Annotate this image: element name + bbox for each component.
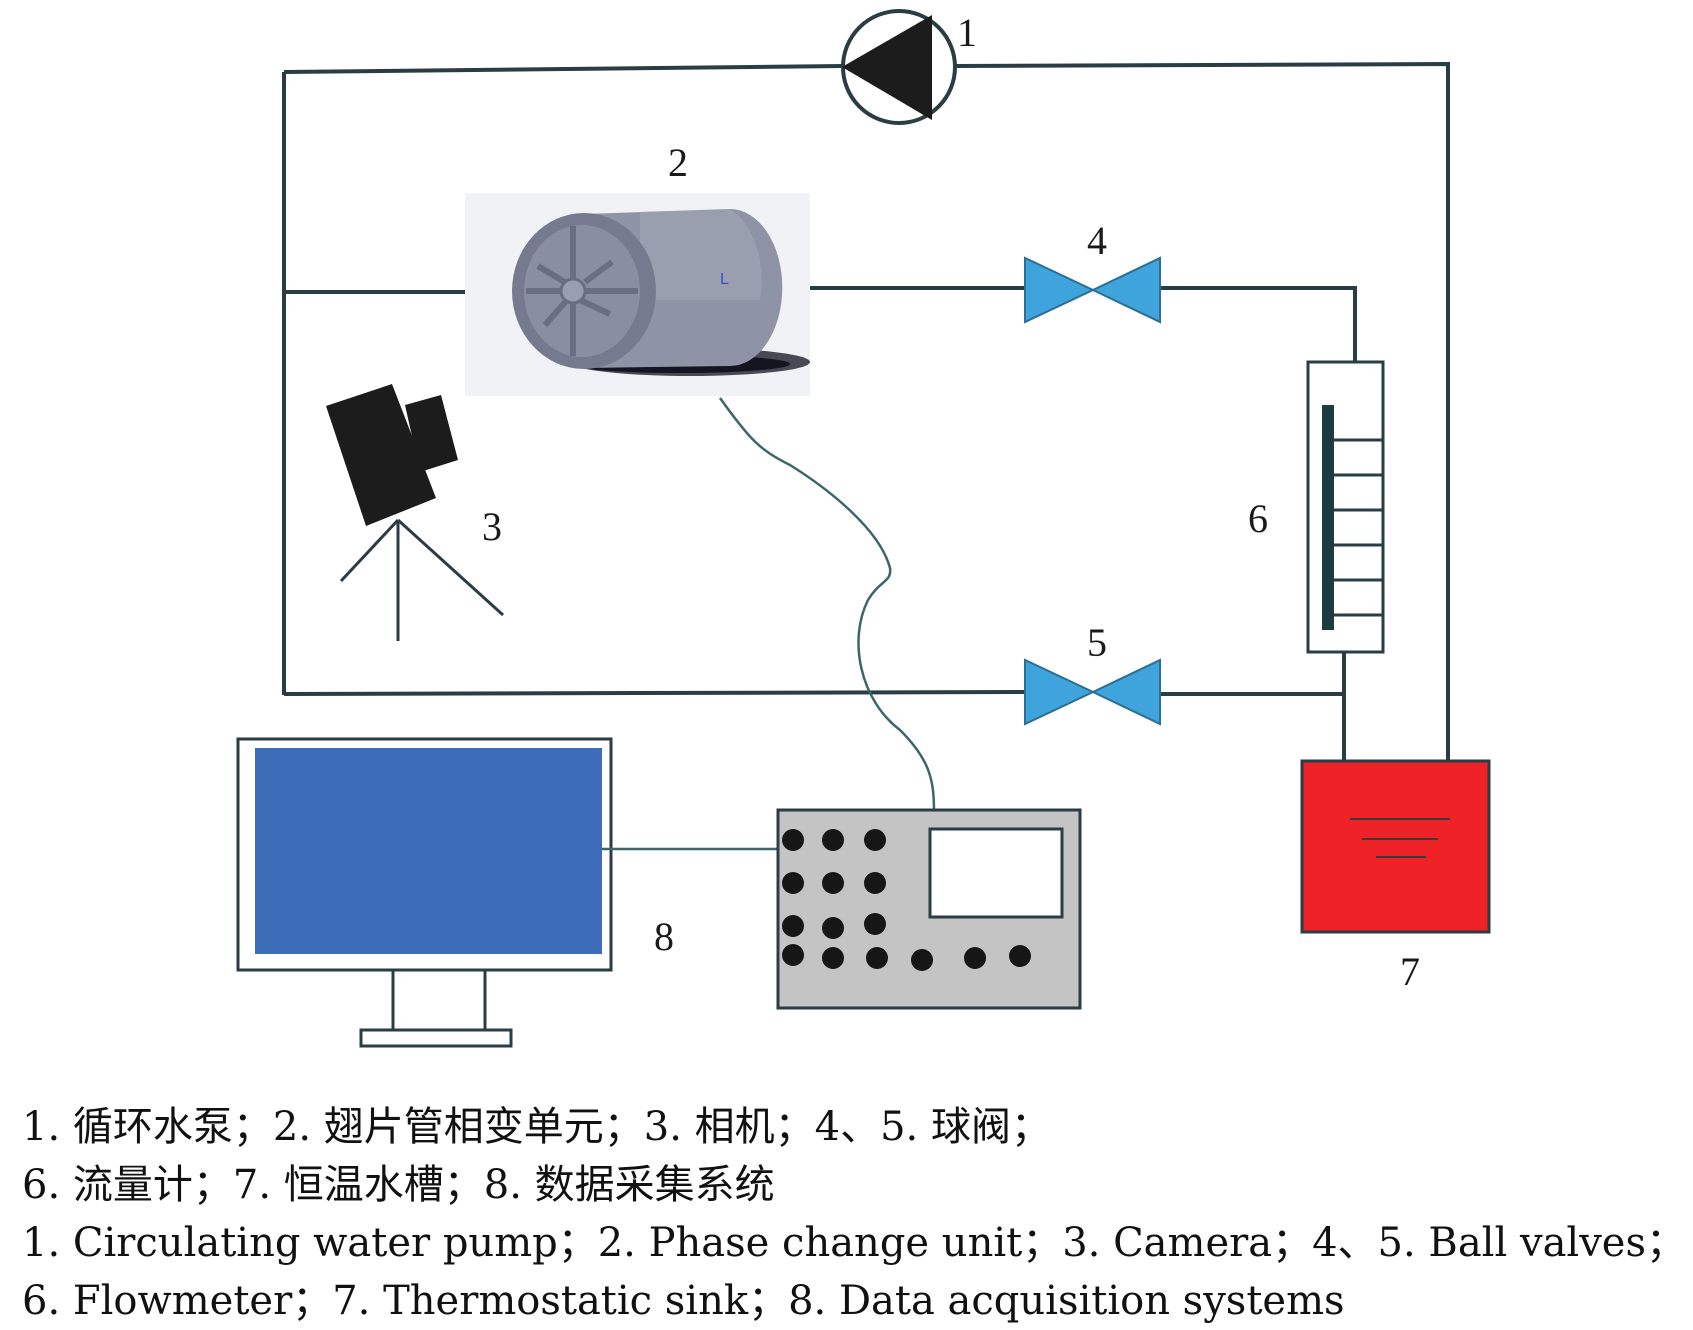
label-unit: 2 [668,140,688,185]
circulating-pump [841,9,957,125]
daq-knobs [782,829,1031,971]
label-valve-5: 5 [1087,620,1107,665]
pipe-bottom-to-valve5 [283,690,1026,696]
legend-line-1-zh: 1. 循环水泵；2. 翅片管相变单元；3. 相机；4、5. 球阀； [22,1104,1051,1150]
phase-change-unit: L [465,193,810,396]
ball-valve-4 [1024,256,1161,324]
svg-text:L: L [720,271,729,288]
monitor-screen [255,748,602,954]
label-valve-4: 4 [1087,218,1107,263]
pump-arrow-icon [842,15,932,120]
pipe-network [282,61,1450,760]
camera-body-icon [326,384,436,526]
legend: 1. 循环水泵；2. 翅片管相变单元；3. 相机；4、5. 球阀； 6. 流量计… [22,1098,1686,1330]
flowmeter [1306,360,1385,654]
camera-lens-icon [405,395,458,472]
daq-display [928,827,1064,919]
label-flowmeter: 6 [1248,496,1268,541]
pipe-top-left [283,64,844,74]
monitor [236,737,613,1048]
label-sink: 7 [1400,949,1420,994]
pipe-valve4-to-flowmeter [1160,286,1357,362]
experimental-setup-diagram: 1 L 2 4 5 [236,9,1491,1048]
label-camera: 3 [482,504,502,549]
sensor-wire [718,397,936,813]
label-daq: 8 [654,914,674,959]
legend-line-4-en: 6. Flowmeter；7. Thermostatic sink；8. Dat… [22,1278,1345,1324]
legend-line-2-zh: 6. 流量计；7. 恒温水槽；8. 数据采集系统 [22,1162,775,1208]
thermostatic-sink [1300,759,1491,934]
pipe-top-right [954,61,1450,760]
camera [326,384,505,641]
data-acquisition-unit [776,808,1082,1010]
legend-line-3-en: 1. Circulating water pump；2. Phase chang… [22,1220,1687,1266]
ball-valve-5 [1024,658,1161,726]
label-pump: 1 [957,10,977,55]
